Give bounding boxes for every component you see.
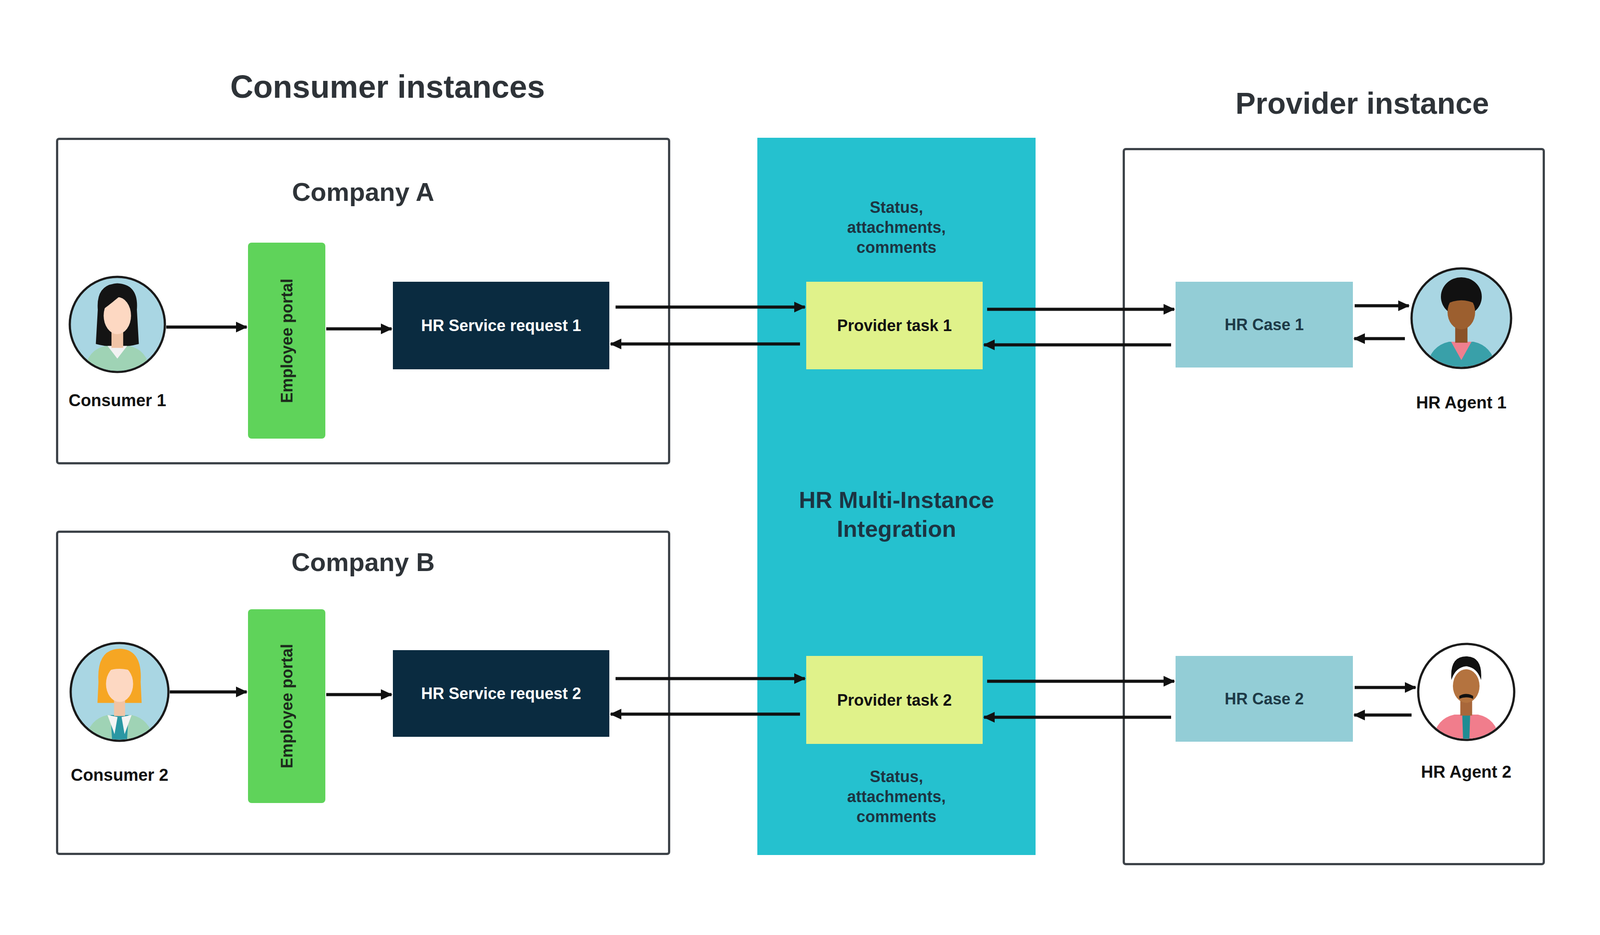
- task-box: Provider task 2: [806, 656, 983, 744]
- flow-arrow: [1354, 337, 1405, 341]
- request-box: HR Service request 1: [392, 281, 610, 370]
- person-label: HR Agent 1: [1385, 392, 1537, 415]
- company-name: Company B: [56, 544, 671, 580]
- consumer-avatar: Consumer 2: [69, 641, 170, 743]
- avatar-circle: [69, 276, 165, 372]
- task-box: Provider task 1: [806, 281, 983, 370]
- flow-arrow: [1354, 686, 1416, 690]
- person-label: Consumer 2: [44, 764, 196, 787]
- portal-label: Employee portal: [248, 609, 326, 804]
- section-heading: Consumer instances: [209, 66, 566, 107]
- integration-band: Provider task 1 Provider task 2 Status, at…: [757, 137, 1036, 856]
- request-label: HR Service request 2: [392, 650, 610, 737]
- provider-frame: HR Case 1HR Agent 1HR Case 2HR Agent 2Pr…: [1122, 148, 1545, 866]
- portal-label: Employee portal: [248, 242, 326, 439]
- band-title: HR Multi-Instance Integration: [763, 484, 1030, 545]
- task-label: Provider task 2: [806, 656, 983, 744]
- avatar-outline: [69, 641, 170, 743]
- case-label: HR Case 1: [1175, 281, 1353, 368]
- case-label: HR Case 2: [1175, 656, 1353, 742]
- person-label: Consumer 1: [41, 389, 193, 412]
- avatar-outline: [1410, 267, 1513, 370]
- avatar-outline: [1416, 642, 1516, 742]
- section-heading: Provider instance: [1151, 83, 1574, 124]
- portal-box: Employee portal: [248, 609, 326, 804]
- flow-arrow: [166, 325, 247, 329]
- task-label: Provider task 1: [806, 281, 983, 370]
- case-box: HR Case 1: [1175, 281, 1353, 368]
- request-label: HR Service request 1: [392, 281, 610, 370]
- sync-note: Status, attachments, comments: [829, 765, 964, 828]
- agent-avatar: HR Agent 1: [1410, 267, 1513, 370]
- agent-avatar: HR Agent 2: [1416, 642, 1516, 742]
- flow-arrow: [1354, 713, 1412, 717]
- portal-box: Employee portal: [248, 242, 326, 439]
- avatar-circle: [70, 643, 169, 741]
- request-box: HR Service request 2: [392, 650, 610, 737]
- avatar-circle: [1418, 644, 1515, 740]
- flow-arrow: [326, 327, 392, 331]
- consumer-avatar: Consumer 1: [68, 275, 167, 374]
- avatar-circle: [1411, 268, 1512, 368]
- sync-note: Status, attachments, comments: [829, 196, 964, 259]
- company-name: Company A: [56, 174, 671, 210]
- flow-arrow: [1354, 304, 1409, 308]
- avatar-outline: [68, 275, 167, 374]
- case-box: HR Case 2: [1175, 656, 1353, 742]
- flow-arrow: [326, 693, 392, 697]
- company-frame: Consumer 2 Employee portal HR Service requ…: [56, 530, 671, 856]
- flow-arrow: [169, 690, 247, 694]
- company-frame: Consumer 1 Employee portal HR Service requ…: [56, 137, 671, 465]
- person-label: HR Agent 2: [1390, 761, 1542, 784]
